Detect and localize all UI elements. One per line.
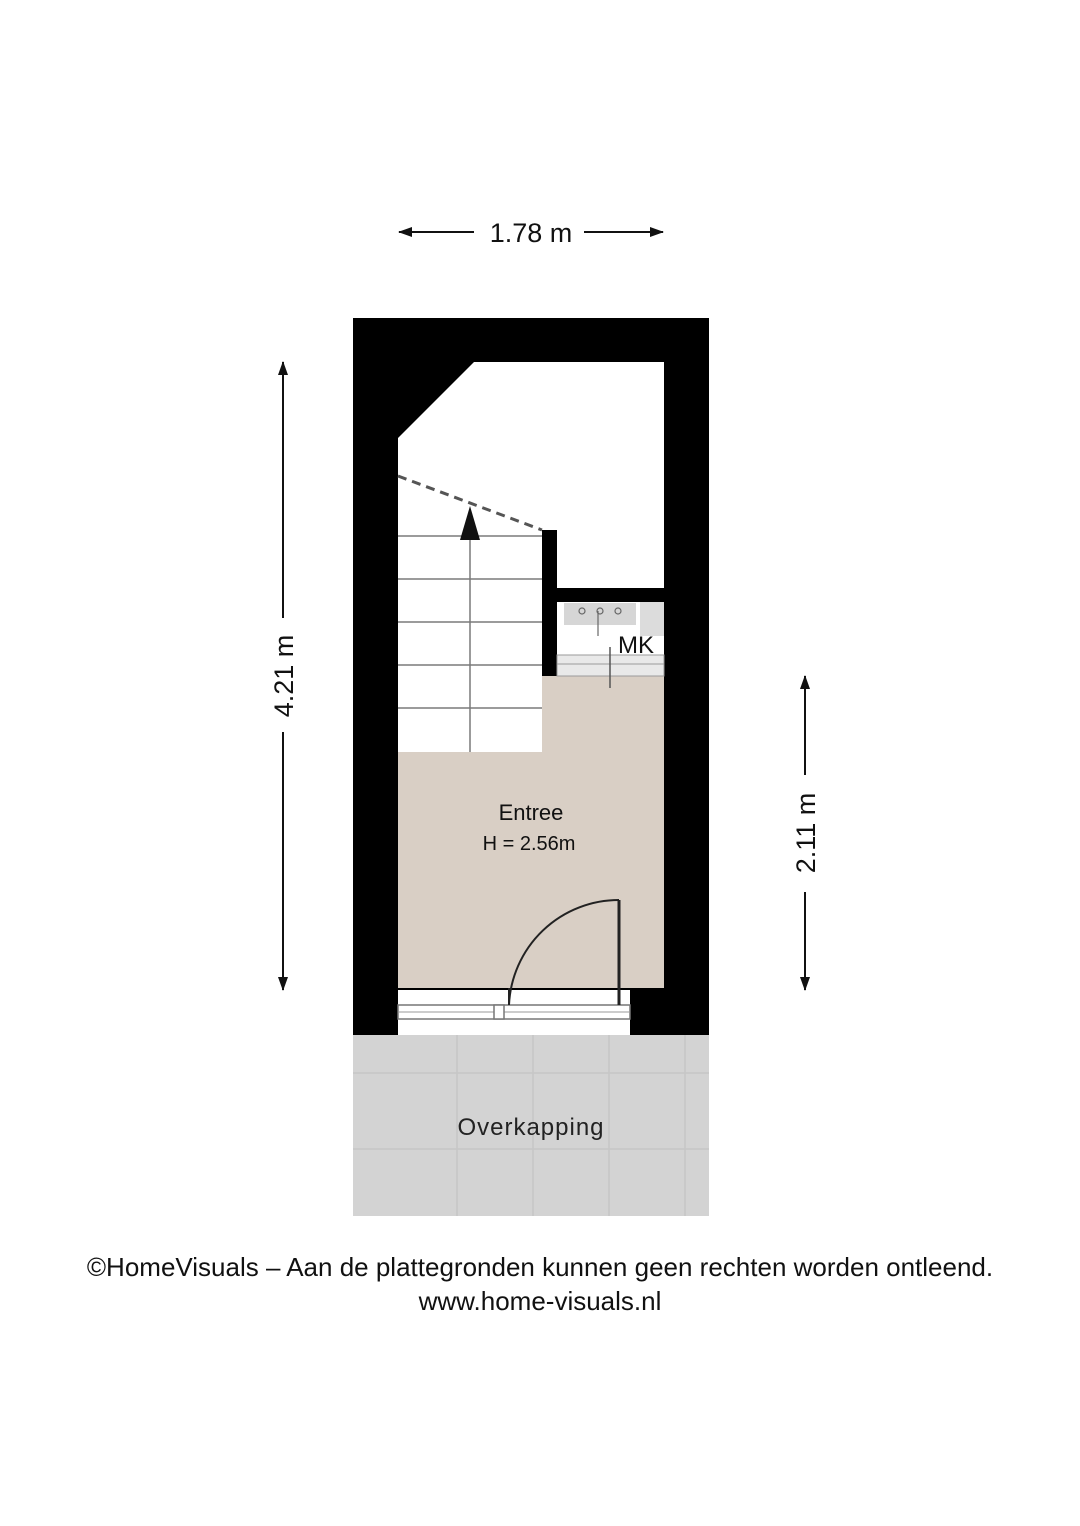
meterkast: MK — [556, 602, 665, 688]
staircase — [397, 474, 543, 752]
dimension-height-left: 4.21 m — [269, 361, 299, 991]
stair-divider-wall — [542, 530, 557, 676]
entree-floor — [398, 676, 664, 988]
overkapping-area — [353, 1035, 709, 1216]
corner-triangle — [398, 362, 474, 438]
room-name-entree: Entree — [499, 800, 564, 825]
stair-arrow-icon — [460, 506, 480, 540]
dimension-height-right: 2.11 m — [791, 675, 821, 991]
mk-label: MK — [618, 632, 654, 659]
mk-top-wall — [557, 588, 664, 602]
dimension-label-height-left: 4.21 m — [269, 635, 299, 718]
footer-disclaimer: ©HomeVisuals – Aan de plattegronden kunn… — [86, 1252, 994, 1282]
dimension-label-width: 1.78 m — [490, 218, 573, 248]
dimension-width-top: 1.78 m — [398, 218, 664, 248]
room-name-overkapping: Overkapping — [457, 1114, 604, 1141]
front-frame — [397, 990, 631, 1035]
footer-url: www.home-visuals.nl — [418, 1286, 662, 1316]
dimension-label-height-right: 2.11 m — [791, 793, 821, 874]
front-door[interactable] — [508, 898, 621, 1006]
room-height-entree: H = 2.56m — [483, 833, 576, 855]
